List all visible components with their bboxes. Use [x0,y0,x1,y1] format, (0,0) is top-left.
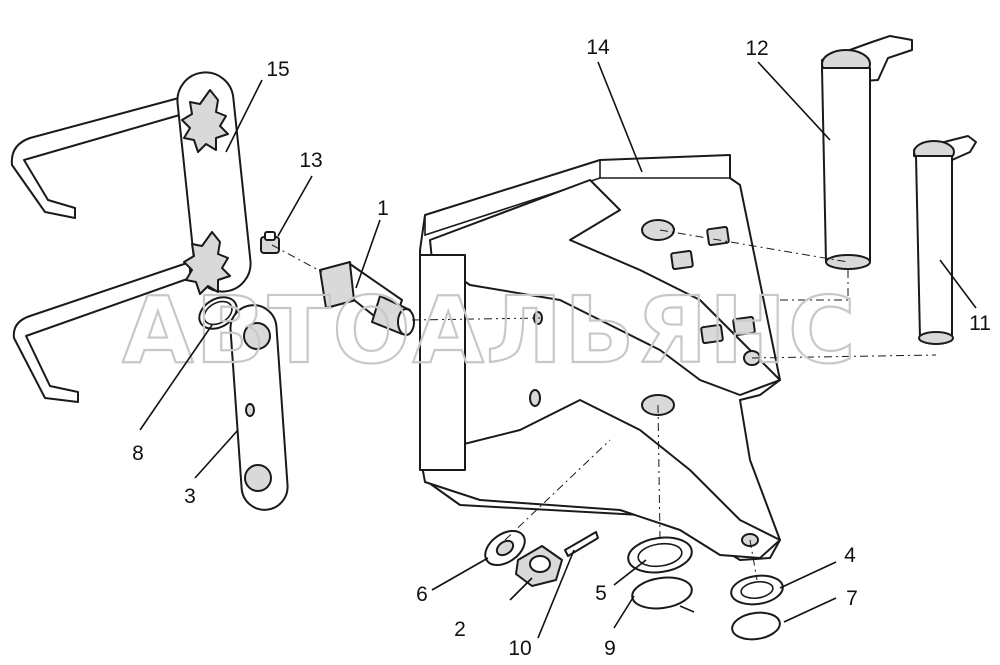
callout-12: 12 [745,37,768,60]
callout-14: 14 [586,36,610,59]
part-5-washer [627,536,693,574]
part-1-pin [319,261,415,336]
part-9-ring [631,576,695,613]
part-12-pin [821,35,913,270]
part-8-ring [198,296,238,330]
part-2-castle-nut [515,545,563,587]
callout-labels: 1 2 3 4 5 6 7 8 9 10 11 12 13 14 15 [132,36,991,660]
part-15-frame [10,71,252,403]
callout-9: 9 [604,637,616,660]
callout-6: 6 [416,583,428,606]
part-3-lever [229,304,289,511]
part-11-pin [913,135,977,345]
part-6-washer [484,529,526,567]
assembly-lines [271,229,937,581]
callout-5: 5 [595,582,607,605]
part-10-cotter-pin [564,531,599,557]
callout-10: 10 [508,637,531,660]
watermark-text: АВТОАЛЬЯНС [122,277,857,384]
part-7-ring [731,611,781,641]
part-14-bracket [419,154,781,561]
callout-13: 13 [299,149,322,172]
callout-7: 7 [846,587,858,610]
callout-4: 4 [844,544,856,567]
callout-11: 11 [969,312,991,335]
callout-15: 15 [266,58,289,81]
part-13-nipple [260,231,280,254]
callout-8: 8 [132,442,144,465]
callout-1: 1 [377,197,389,220]
leader-lines [139,61,977,639]
callout-2: 2 [454,618,466,641]
callout-3: 3 [184,485,196,508]
